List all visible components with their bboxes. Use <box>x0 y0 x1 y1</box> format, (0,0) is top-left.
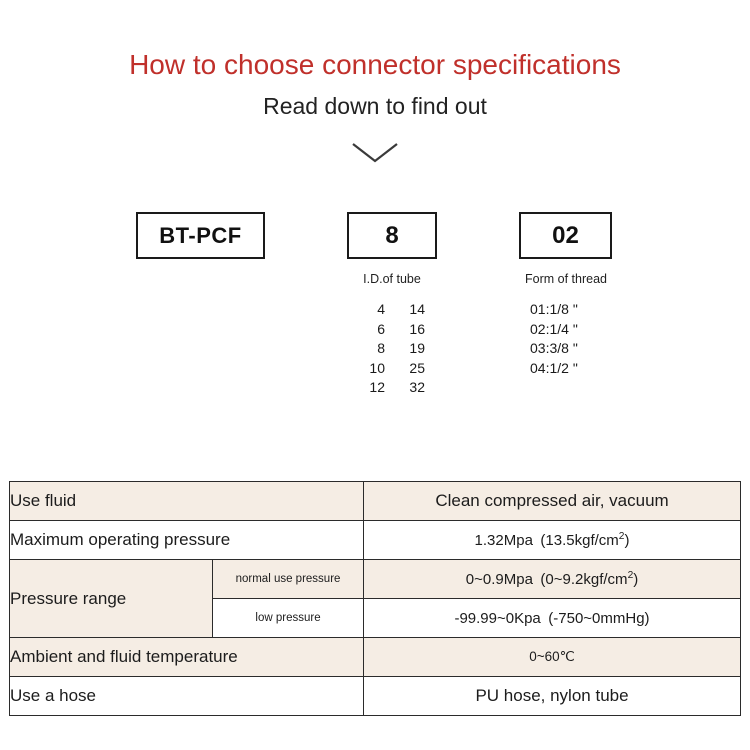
table-row: Ambient and fluid temperature 0~60℃ <box>8 637 742 677</box>
tube-size-caption: I.D.of tube <box>363 272 421 286</box>
spec-value: -99.99~0Kpa (-750~0mmHg) <box>363 598 742 638</box>
thread-code-box: 02 <box>519 212 612 259</box>
spec-value: 0~60℃ <box>363 637 742 677</box>
list-item: 4 14 <box>332 300 452 320</box>
spec-value: 0~0.9Mpa (0~9.2kgf/cm2) <box>363 559 742 599</box>
tube-size-value: 12 <box>369 379 385 395</box>
tube-size-value: 14 <box>409 301 425 317</box>
spec-value: PU hose, nylon tube <box>363 676 742 716</box>
spec-value-suffix: ) <box>633 570 639 588</box>
spec-value-exponent: 2 <box>618 530 625 542</box>
spec-label: Maximum operating pressure <box>8 520 365 560</box>
spec-label: Use a hose <box>8 676 365 716</box>
spec-value-suffix: ) <box>624 531 630 549</box>
tube-size-value: 16 <box>409 320 425 337</box>
spec-label: Ambient and fluid temperature <box>8 637 365 677</box>
tube-size-value: 32 <box>409 379 425 395</box>
chevron-down-icon <box>350 140 400 166</box>
spec-value: Clean compressed air, vacuum <box>363 481 742 521</box>
list-item: 10 25 <box>332 359 452 379</box>
specification-table: Use fluid Clean compressed air, vacuum M… <box>8 481 742 716</box>
page-subtitle: Read down to find out <box>263 93 487 119</box>
tube-size-value: 19 <box>409 340 425 356</box>
list-item: 03:3/8 " <box>530 340 578 356</box>
tube-size-value: 8 <box>377 340 385 356</box>
tube-size-value: 25 <box>409 359 425 376</box>
thread-option-list: 01:1/8 " 02:1/4 " 03:3/8 " 04:1/2 " <box>530 300 690 378</box>
list-item: 04:1/2 " <box>530 359 578 376</box>
tube-size-option-list: 4 14 6 16 8 19 10 25 12 32 <box>332 300 452 398</box>
spec-sublabel: normal use pressure <box>211 559 365 599</box>
tube-size-code-box: 8 <box>347 212 437 259</box>
table-row: Use fluid Clean compressed air, vacuum <box>8 481 742 521</box>
spec-label: Pressure range <box>9 559 213 638</box>
spec-sublabel: low pressure <box>211 598 365 638</box>
tube-size-value: 6 <box>377 320 385 337</box>
list-item: 02:1/4 " <box>530 320 578 337</box>
model-code-box: BT-PCF <box>136 212 265 259</box>
list-item: 8 19 <box>332 339 452 359</box>
list-item: 12 32 <box>332 378 452 398</box>
table-row: Use a hose PU hose, nylon tube <box>8 676 742 716</box>
spec-label: Use fluid <box>8 481 365 521</box>
list-item: 01:1/8 " <box>530 301 578 317</box>
table-row: Maximum operating pressure 1.32Mpa (13.5… <box>8 520 742 560</box>
spec-value-text: 1.32Mpa (13.5kgf/cm <box>474 531 619 549</box>
table-row: Pressure range normal use pressure 0~0.9… <box>9 559 742 638</box>
page-title: How to choose connector specifications <box>129 49 621 80</box>
tube-size-value: 4 <box>377 301 385 317</box>
spec-value-text: 0~0.9Mpa (0~9.2kgf/cm <box>465 570 628 588</box>
spec-value: 1.32Mpa (13.5kgf/cm2) <box>363 520 742 560</box>
spec-value-exponent: 2 <box>627 569 634 581</box>
thread-caption: Form of thread <box>525 272 607 286</box>
list-item: 6 16 <box>332 320 452 340</box>
tube-size-value: 10 <box>369 359 385 376</box>
